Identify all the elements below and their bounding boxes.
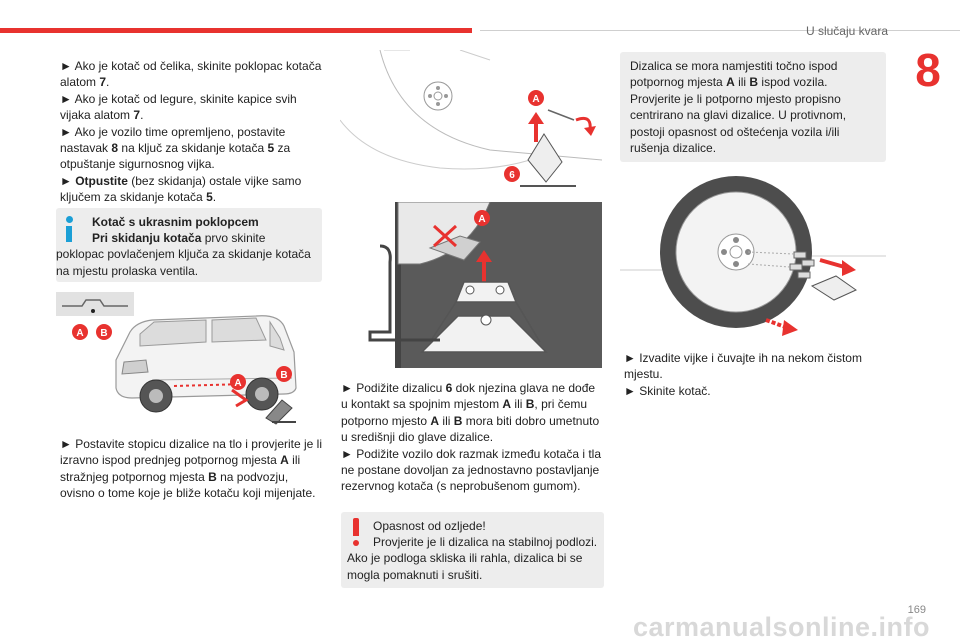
info-box-body: Pri skidanju kotača prvo skinite poklopa… <box>56 231 311 278</box>
note-box-text: Dizalica se mora namjestiti točno ispod … <box>630 59 847 156</box>
info-icon <box>66 216 74 242</box>
label-a-car-marker <box>230 374 246 390</box>
step-alloy-wheel: ► Ako je kotač od legure, skinite kapice… <box>60 91 297 123</box>
label-a: A <box>76 328 83 339</box>
watermark: carmanualsonline.info <box>632 612 930 640</box>
header-red-bar <box>0 28 472 33</box>
header-rule <box>480 30 960 31</box>
figure-jack-detail: A <box>368 202 602 368</box>
warning-body: Provjerite je li dizalica na stabilnoj p… <box>347 535 598 582</box>
chapter-tab <box>898 38 960 102</box>
warning-icon <box>352 518 360 546</box>
figure-car-jack-points: A B A B <box>56 292 297 425</box>
fig2-label-a-marker <box>474 210 490 226</box>
label-a-marker <box>72 324 88 340</box>
warning-box-injury: Opasnost od ozljede! Provjerite je li di… <box>341 512 604 588</box>
col3-steps: ► Izvadite vijke i čuvajte ih na nekom č… <box>624 350 886 399</box>
fig1-label-6: 6 <box>509 170 515 181</box>
figure-remove-wheel <box>620 176 886 336</box>
page-number: 169 <box>907 604 926 616</box>
fig1-label-a: A <box>532 94 539 105</box>
step-security-bolt: ► Ako je vozilo time opremljeno, postavi… <box>60 124 291 172</box>
label-b-car-marker <box>276 366 292 382</box>
chapter-number: 8 <box>915 44 941 96</box>
col2-steps: ► Podižite dizalicu 6 dok njezina glava … <box>341 380 604 495</box>
label-a-car: A <box>234 378 241 389</box>
label-b: B <box>100 328 107 339</box>
section-title: U slučaju kvara <box>805 24 888 38</box>
warning-title: Opasnost od ozljede! <box>373 519 486 533</box>
col1-steps: ► Ako je kotač od čelika, skinite poklop… <box>60 58 322 206</box>
info-box-title: Kotač s ukrasnim poklopcem <box>92 215 259 229</box>
fig1-label-a-marker <box>528 90 544 106</box>
step-steel-wheel: ► Ako je kotač od čelika, skinite poklop… <box>60 59 322 90</box>
col1-step-place-jack: ► Postavite stopicu dizalice na tlo i pr… <box>60 437 323 501</box>
label-b-car: B <box>280 370 287 381</box>
note-box-jack-position: Dizalica se mora namjestiti točno ispod … <box>620 52 886 162</box>
info-box-hubcap: Kotač s ukrasnim poklopcem Pri skidanju … <box>56 208 322 282</box>
sill-detail-inset <box>56 292 134 316</box>
label-b-marker <box>96 324 112 340</box>
step-remove-wheel: ► Skinite kotač. <box>624 383 711 398</box>
step-remove-bolts: ► Izvadite vijke i čuvajte ih na nekom č… <box>624 351 862 382</box>
step-raise-vehicle: ► Podižite vozilo dok razmak između kota… <box>341 446 601 494</box>
step-loosen-bolts: ► Otpustite (bez skidanja) ostale vijke … <box>60 173 302 205</box>
fig2-label-a: A <box>478 214 485 225</box>
figure-wheel-jack: A 6 <box>340 50 602 187</box>
fig1-label-6-marker <box>504 166 520 182</box>
step-raise-jack: ► Podižite dizalicu 6 dok njezina glava … <box>341 381 600 445</box>
